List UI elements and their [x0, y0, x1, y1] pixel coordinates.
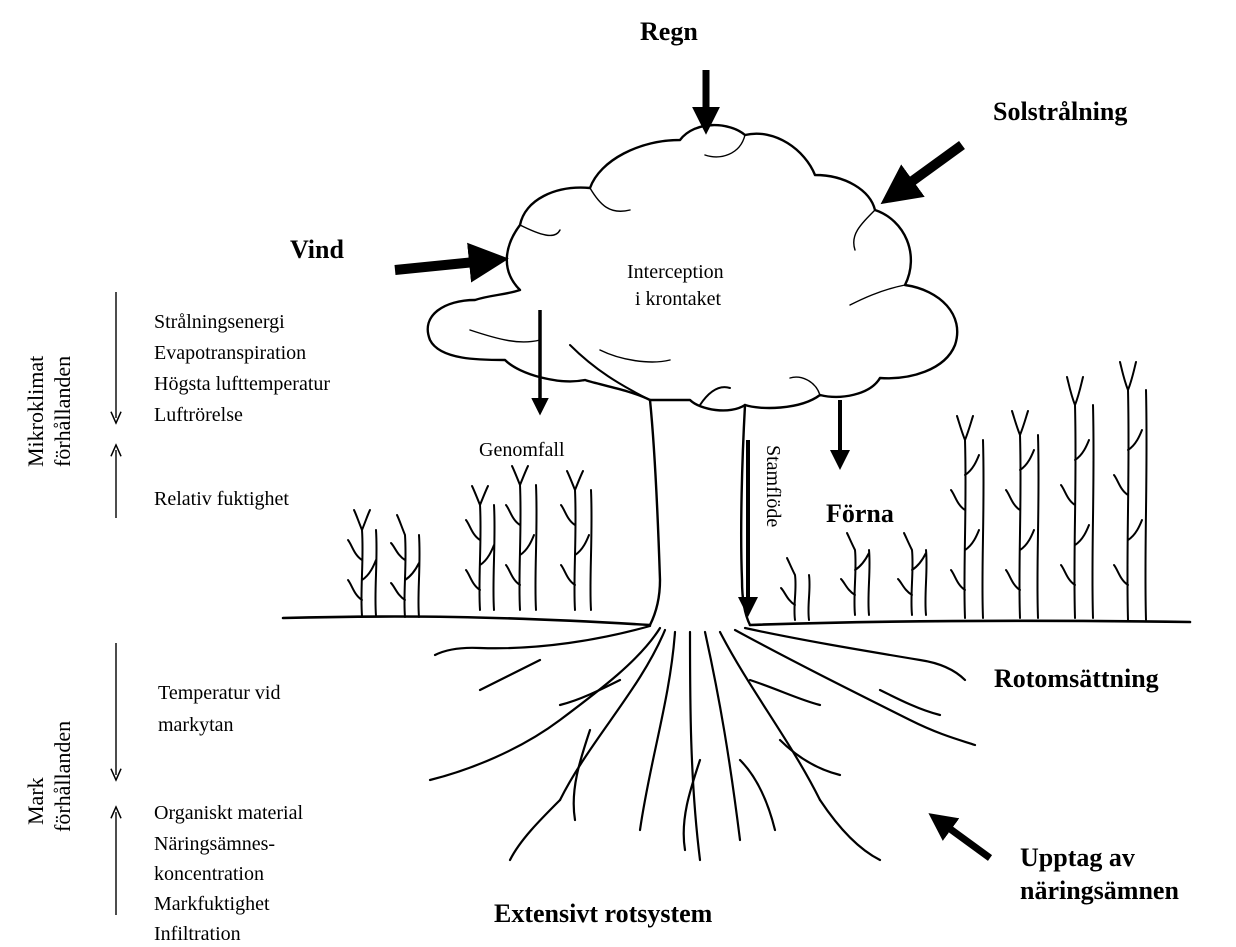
- tree-trunk: [650, 400, 750, 625]
- list-item: Markfuktighet: [154, 893, 270, 915]
- list-item: Temperatur vid: [158, 682, 280, 704]
- soil-title-2: förhållanden: [50, 721, 75, 832]
- nutrient-uptake-label-2: näringsämnen: [1020, 876, 1179, 905]
- list-item: markytan: [158, 714, 234, 736]
- nutrient-uptake-label-1: Upptag av: [1020, 843, 1135, 872]
- micro-increasing-list: Relativ fuktighet: [154, 488, 289, 510]
- trunk-branches: [570, 345, 730, 405]
- soil-decreasing-list: Temperatur vid markytan: [158, 682, 280, 736]
- list-item: koncentration: [154, 863, 264, 885]
- interception-label-2: i krontaket: [635, 288, 722, 310]
- list-item: Organiskt material: [154, 802, 303, 824]
- list-item: Infiltration: [154, 923, 241, 945]
- list-item: Högsta lufttemperatur: [154, 373, 330, 395]
- microclimate-title-1: Mikroklimat: [23, 356, 48, 467]
- soil-title-1: Mark: [23, 777, 48, 825]
- uptake-arrow: [942, 823, 990, 858]
- stemflow-label: Stamflöde: [762, 445, 784, 527]
- litter-label: Förna: [826, 499, 894, 528]
- root-system: [430, 626, 975, 860]
- root-turnover-label: Rotomsättning: [994, 664, 1159, 693]
- wind-arrow: [395, 261, 485, 270]
- microclimate-title-2: förhållanden: [50, 356, 75, 467]
- rain-label: Regn: [640, 17, 698, 46]
- list-item: Strålningsenergi: [154, 311, 285, 333]
- list-item: Luftrörelse: [154, 404, 243, 426]
- solar-radiation-label: Solstrålning: [993, 97, 1127, 126]
- sun-arrow: [900, 145, 962, 190]
- soil-increasing-list: Organiskt material Näringsämnes- koncent…: [154, 802, 303, 945]
- interception-label-1: Interception: [627, 261, 724, 283]
- list-item: Näringsämnes-: [154, 833, 275, 855]
- throughfall-label: Genomfall: [479, 439, 565, 461]
- extensive-root-system-label: Extensivt rotsystem: [494, 899, 713, 928]
- wind-label: Vind: [290, 235, 344, 264]
- list-item: Evapotranspiration: [154, 342, 306, 364]
- list-item: Relativ fuktighet: [154, 488, 289, 510]
- micro-decreasing-list: Strålningsenergi Evapotranspiration Högs…: [154, 311, 330, 426]
